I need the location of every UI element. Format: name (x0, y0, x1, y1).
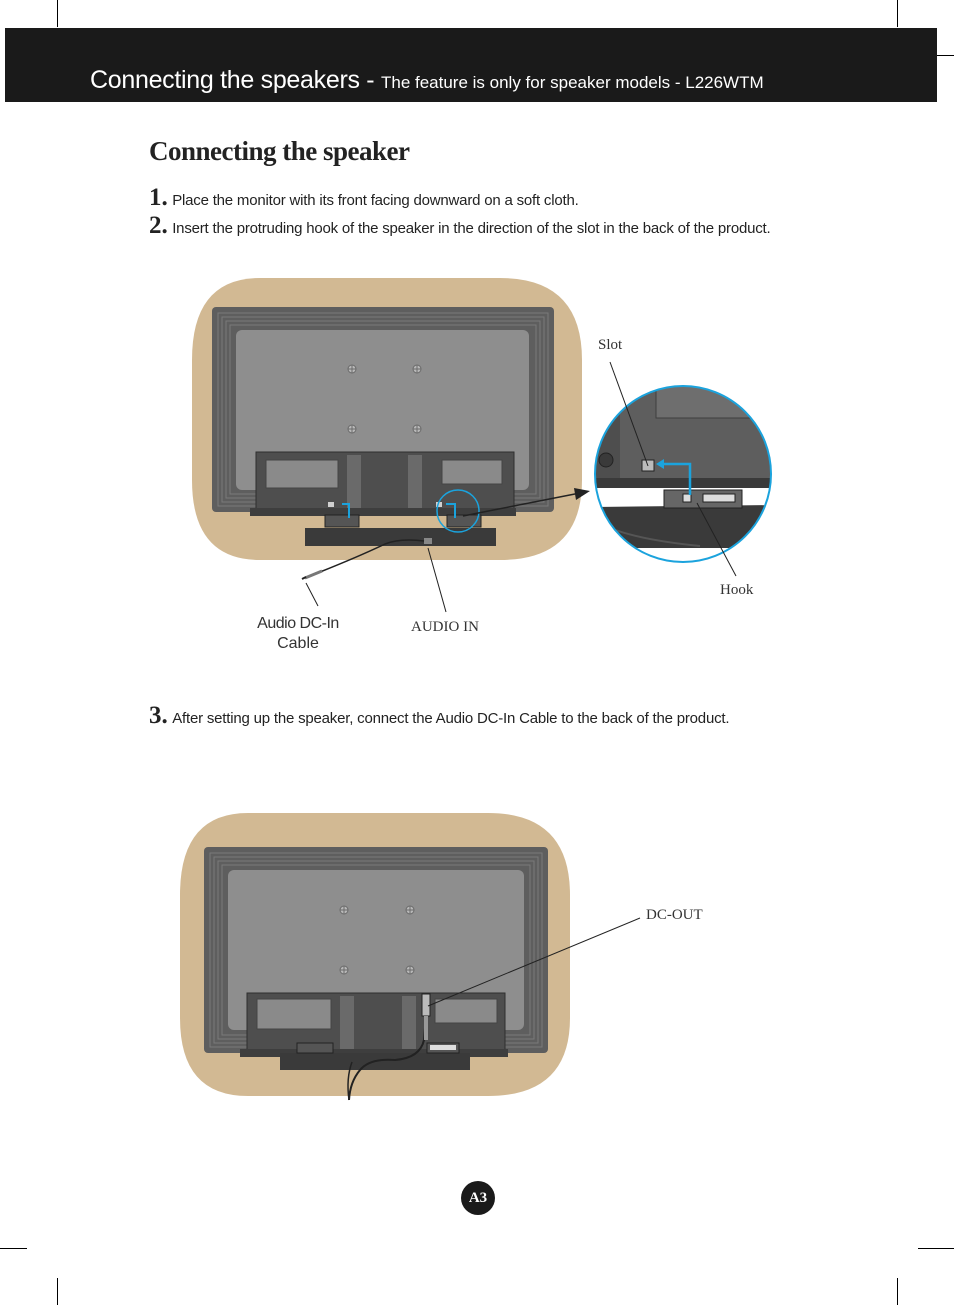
step-number: 1. (149, 184, 168, 211)
step-text: Place the monitor with its front facing … (172, 192, 579, 209)
cable-connect-illustration (180, 813, 641, 1101)
step-number: 3. (149, 702, 168, 729)
step-2: 2. Insert the protruding hook of the spe… (149, 212, 771, 240)
detail-highlight-circle (436, 489, 480, 533)
crop-mark-right-bottom (918, 1248, 954, 1249)
dc-out-label: DC-OUT (646, 907, 703, 923)
audio-dc-in-cable (348, 1015, 427, 1101)
header-subtitle: The feature is only for speaker models -… (380, 73, 764, 92)
crop-mark-left-bottom (0, 1248, 27, 1249)
audio-dc-in-cable (319, 539, 425, 573)
speaker-attach-illustration (192, 278, 772, 613)
zoom-detail-circle (595, 386, 771, 562)
step-number: 2. (149, 212, 168, 239)
step-3: 3. After setting up the speaker, connect… (149, 702, 730, 730)
crop-mark-bottom-left (57, 1278, 58, 1305)
audio-in-label: AUDIO IN (411, 619, 479, 635)
crop-mark-right-upper (937, 55, 954, 56)
zoom-arrow-head (574, 488, 590, 500)
step-1: 1. Place the monitor with its front faci… (149, 184, 579, 212)
step-text: Insert the protruding hook of the speake… (172, 220, 771, 237)
section-title: Connecting the speaker (149, 136, 410, 166)
label-line: Audio DC-In (257, 615, 339, 632)
crop-mark-top-right (897, 0, 898, 27)
crop-mark-top-left (57, 0, 58, 27)
dc-out-leader (427, 917, 641, 1007)
step-text: After setting up the speaker, connect th… (172, 710, 730, 727)
page-number-badge: A3 (461, 1181, 495, 1215)
audio-dc-in-cable-label: Audio DC-In Cable (248, 614, 348, 654)
header-title: Connecting the speakers - (90, 66, 381, 94)
insert-direction-arrows (342, 503, 456, 518)
monitor-back-panel (236, 330, 529, 490)
speaker-bar (305, 528, 496, 546)
monitor-back-panel (228, 870, 524, 1030)
page-header: Connecting the speakers - The feature is… (90, 66, 764, 95)
crop-mark-bottom-right (897, 1278, 898, 1305)
header-bar (5, 28, 937, 102)
zoom-blue-arrow (660, 462, 692, 495)
slot-label: Slot (598, 337, 623, 353)
hook-label: Hook (720, 582, 754, 598)
label-line: Cable (277, 635, 319, 652)
